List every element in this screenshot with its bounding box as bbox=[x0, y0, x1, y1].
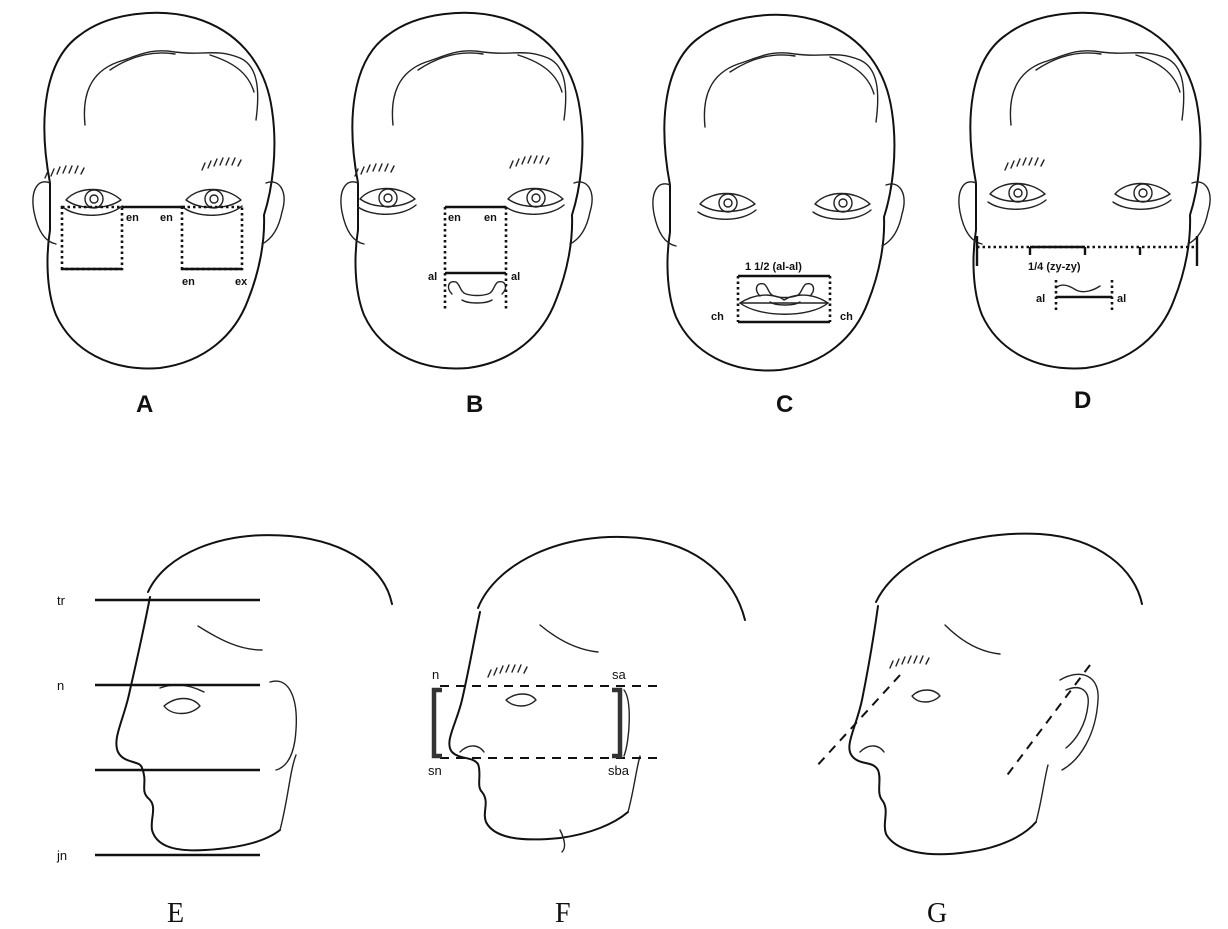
label-a-en3: en bbox=[182, 276, 195, 288]
label-a-en2: en bbox=[160, 212, 173, 224]
panel-e: tr n jn E bbox=[56, 535, 392, 929]
eye-width-box-right bbox=[182, 207, 242, 269]
panel-label-g: G bbox=[927, 898, 947, 929]
panel-label-c: C bbox=[776, 391, 793, 418]
eye-e bbox=[164, 699, 200, 714]
head-outline-c bbox=[653, 15, 904, 371]
panel-b: en en al al B bbox=[341, 13, 592, 418]
panel-label-b: B bbox=[466, 391, 483, 418]
face-profile-e bbox=[116, 597, 280, 850]
brow-g bbox=[890, 656, 929, 668]
label-f-sba: sba bbox=[608, 763, 630, 778]
head-outline-a bbox=[33, 13, 284, 369]
panel-f: n sa sn sba F bbox=[428, 537, 745, 929]
label-b-al1: al bbox=[428, 271, 437, 283]
brow-left-b bbox=[355, 164, 394, 176]
brow-right-d bbox=[1005, 158, 1044, 170]
label-a-en1: en bbox=[126, 212, 139, 224]
panel-label-e: E bbox=[167, 898, 184, 929]
label-c-ch1: ch bbox=[711, 311, 724, 323]
ear-axis-line-g bbox=[1005, 665, 1090, 778]
face-profile-f bbox=[449, 612, 628, 839]
brow-left-a bbox=[45, 166, 84, 178]
ratio-c: 1 1/2 (al-al) bbox=[745, 261, 802, 273]
jaw-f bbox=[628, 756, 640, 812]
eye-right-c bbox=[813, 194, 871, 220]
panel-label-d: D bbox=[1074, 387, 1091, 414]
nose-b bbox=[449, 282, 506, 303]
label-e-tr: tr bbox=[57, 593, 66, 608]
eye-f bbox=[506, 694, 536, 706]
bracket-right-f bbox=[612, 690, 620, 756]
panel-label-f: F bbox=[555, 898, 571, 929]
neck-f bbox=[560, 830, 564, 852]
label-e-n: n bbox=[57, 678, 64, 693]
panel-g: G bbox=[815, 534, 1142, 929]
nose-d bbox=[1056, 285, 1100, 292]
jaw-g bbox=[1036, 765, 1048, 822]
panel-d: 1/4 (zy-zy) al al D bbox=[959, 13, 1210, 414]
panel-label-a: A bbox=[136, 391, 153, 418]
eye-width-box-left bbox=[62, 207, 122, 269]
facial-angle-line-g bbox=[815, 675, 900, 768]
head-top-e bbox=[148, 535, 392, 604]
face-profile-g bbox=[849, 606, 1036, 854]
eye-right-d bbox=[1113, 184, 1171, 210]
label-f-sa: sa bbox=[612, 667, 627, 682]
head-outline-d bbox=[959, 13, 1210, 369]
eye-left-b bbox=[358, 189, 416, 215]
eye-left-c bbox=[698, 194, 756, 220]
brow-right-a bbox=[202, 158, 241, 170]
brow-line-e bbox=[198, 626, 262, 650]
label-f-sn: sn bbox=[428, 763, 442, 778]
nostril-g bbox=[860, 746, 884, 752]
label-b-en1: en bbox=[448, 212, 461, 224]
brow-line-f bbox=[540, 625, 598, 652]
head-top-f bbox=[478, 537, 745, 620]
head-outline-b bbox=[341, 13, 592, 369]
label-f-n: n bbox=[432, 667, 439, 682]
label-d-al2: al bbox=[1117, 293, 1126, 305]
panel-a: en en en ex A bbox=[33, 13, 284, 418]
panel-c: 1 1/2 (al-al) ch ch C bbox=[653, 15, 904, 418]
brow-f bbox=[488, 665, 527, 677]
label-b-en2: en bbox=[484, 212, 497, 224]
bracket-left-f bbox=[434, 690, 442, 756]
head-top-g bbox=[876, 534, 1142, 604]
label-b-al2: al bbox=[511, 271, 520, 283]
eye-left-a bbox=[64, 190, 122, 216]
label-c-ch2: ch bbox=[840, 311, 853, 323]
eye-right-a bbox=[184, 190, 242, 216]
eye-right-b bbox=[506, 189, 564, 215]
eye-g bbox=[912, 690, 940, 702]
label-d-al1: al bbox=[1036, 293, 1045, 305]
ear-inner-g bbox=[1066, 688, 1088, 748]
label-a-ex: ex bbox=[235, 276, 248, 288]
ear-e bbox=[270, 681, 296, 770]
brow-right-b bbox=[510, 156, 549, 168]
nose-c bbox=[757, 284, 814, 305]
ear-f bbox=[624, 690, 629, 756]
brow-line-g bbox=[945, 625, 1000, 654]
eye-left-d bbox=[988, 184, 1046, 210]
label-e-jn: jn bbox=[56, 848, 67, 863]
nostril-f bbox=[460, 746, 484, 752]
ratio-d: 1/4 (zy-zy) bbox=[1028, 261, 1081, 273]
